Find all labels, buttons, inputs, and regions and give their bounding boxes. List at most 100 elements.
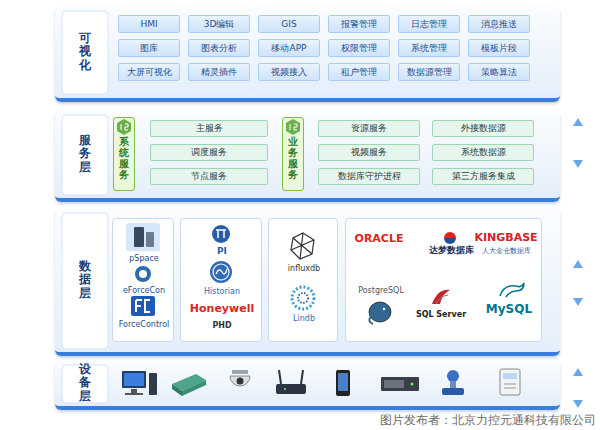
layer-title: 服务层	[79, 134, 91, 174]
service-box: 数据库守护进程	[318, 168, 420, 185]
js-icon-part	[290, 124, 297, 130]
function-button: 移动APP	[258, 39, 320, 57]
layer-title: 可视化	[79, 32, 91, 72]
forcecontrol-icon-part	[136, 300, 150, 312]
product-name: KINGBASE	[474, 232, 537, 244]
eforcecon-icon-part	[135, 266, 151, 282]
function-button: 系统管理	[398, 39, 460, 57]
service-box: 外接数据源	[432, 120, 534, 137]
function-button: 图库	[118, 39, 180, 57]
eforcecon-icon-part	[139, 270, 147, 278]
button-label: 视频接入	[271, 66, 307, 79]
dameng-icon	[444, 232, 456, 244]
layer-band: 可视化HMI3D编辑GIS报警管理日志管理消息推送图库图表分析移动APP权限管理…	[55, 6, 560, 102]
button-label: 策略算法	[481, 66, 517, 79]
service-label: 数据库守护进程	[338, 170, 401, 183]
js-icon-part	[117, 119, 131, 135]
computer-icon-part	[122, 371, 146, 388]
service-box: 调度服务	[150, 144, 268, 161]
product-name: PostgreSQL	[358, 287, 404, 296]
function-button: 大屏可视化	[118, 63, 180, 81]
computer-icon-part	[131, 389, 137, 393]
mysql-icon	[500, 283, 524, 297]
computer-icon	[122, 371, 157, 395]
product-name: ORACLE	[355, 233, 404, 245]
function-button: 视频接入	[258, 63, 320, 81]
band-label-panel	[62, 11, 108, 403]
forcecontrol-icon-part	[131, 296, 155, 316]
button-label: 模板片段	[481, 42, 517, 55]
product-name: SQL Server	[416, 311, 466, 320]
product-name: influxdb	[288, 265, 320, 274]
function-button: 策略算法	[468, 63, 530, 81]
influxdb-icon-part	[291, 233, 314, 259]
phone-icon-part	[338, 373, 348, 391]
layer-arrow-part	[573, 298, 583, 306]
product-name: MySQL	[486, 303, 532, 316]
pspace-icon	[126, 223, 160, 251]
service-box: 系统数据源	[432, 144, 534, 161]
pspace-icon-part	[126, 223, 160, 251]
button-label: 数据源管理	[407, 66, 452, 79]
product-name: 达梦数据库	[429, 246, 474, 256]
computer-icon-part	[124, 373, 144, 386]
server-icon-part	[384, 380, 404, 388]
service-label: 第三方服务集成	[452, 170, 515, 183]
gateway-icon	[172, 374, 206, 396]
layer-arrow-part	[573, 400, 583, 408]
data-source-group: pSpaceeForceConForceControl	[112, 218, 174, 342]
camera-icon-part	[237, 378, 244, 385]
function-button: GIS	[258, 15, 320, 33]
router-icon-part	[279, 370, 281, 384]
flowmeter-icon-part	[447, 370, 459, 382]
forcecontrol-icon	[131, 296, 155, 316]
button-label: HMI	[140, 19, 157, 29]
layer-arrow	[573, 118, 583, 408]
mysql-icon-part	[500, 283, 524, 297]
js-icon-part	[121, 124, 128, 130]
computer-icon-part	[149, 373, 157, 395]
meter-icon-part	[503, 373, 517, 379]
service-label: 系统数据源	[461, 146, 506, 159]
data-source-group: ORACLE达梦数据库KINGBASE人大金仓数据库PostgreSQLSQL …	[345, 218, 542, 342]
service-box: 节点服务	[150, 168, 268, 185]
button-label: 图表分析	[201, 42, 237, 55]
pi-icon-part	[216, 230, 226, 238]
flowmeter-icon-part	[442, 388, 464, 395]
button-label: 消息推送	[481, 18, 517, 31]
pspace-icon-part	[146, 232, 154, 247]
meter-icon	[500, 369, 520, 395]
influxdb-icon-part	[291, 233, 314, 259]
layer-arrow-part	[573, 260, 583, 268]
group-title: 系统服务	[119, 136, 129, 180]
product-name: ForceControl	[119, 321, 170, 330]
service-label: 调度服务	[191, 146, 227, 159]
service-label: 视频服务	[351, 146, 387, 159]
gateway-icon-part	[182, 380, 206, 396]
function-button: 图表分析	[188, 39, 250, 57]
pspace-icon-part	[134, 227, 144, 247]
service-group-label: 系统服务	[113, 117, 135, 191]
meter-icon-part	[504, 384, 516, 385]
router-icon	[276, 370, 306, 394]
product-name: PHD	[212, 322, 231, 331]
group-title: 业务服务	[288, 136, 298, 180]
data-source-group: influxdbLindb	[268, 218, 338, 342]
function-button: 日志管理	[398, 15, 460, 33]
camera-icon	[230, 370, 250, 386]
function-button: 精灵插件	[188, 63, 250, 81]
button-label: 大屏可视化	[127, 66, 172, 79]
server-icon	[381, 377, 419, 391]
js-icon-part	[286, 119, 300, 135]
function-button: 数据源管理	[398, 63, 460, 81]
dameng-icon-part	[444, 232, 456, 238]
function-button: HMI	[118, 15, 180, 33]
sqlserver-icon-part	[436, 295, 448, 304]
sqlserver-icon	[432, 290, 450, 304]
button-label: 权限管理	[341, 42, 377, 55]
lindb-icon-part	[298, 293, 308, 303]
band-label-panel-part	[62, 213, 108, 349]
meter-icon-part	[500, 369, 520, 395]
camera-icon-part	[232, 370, 248, 374]
camera-icon-part	[230, 376, 250, 386]
